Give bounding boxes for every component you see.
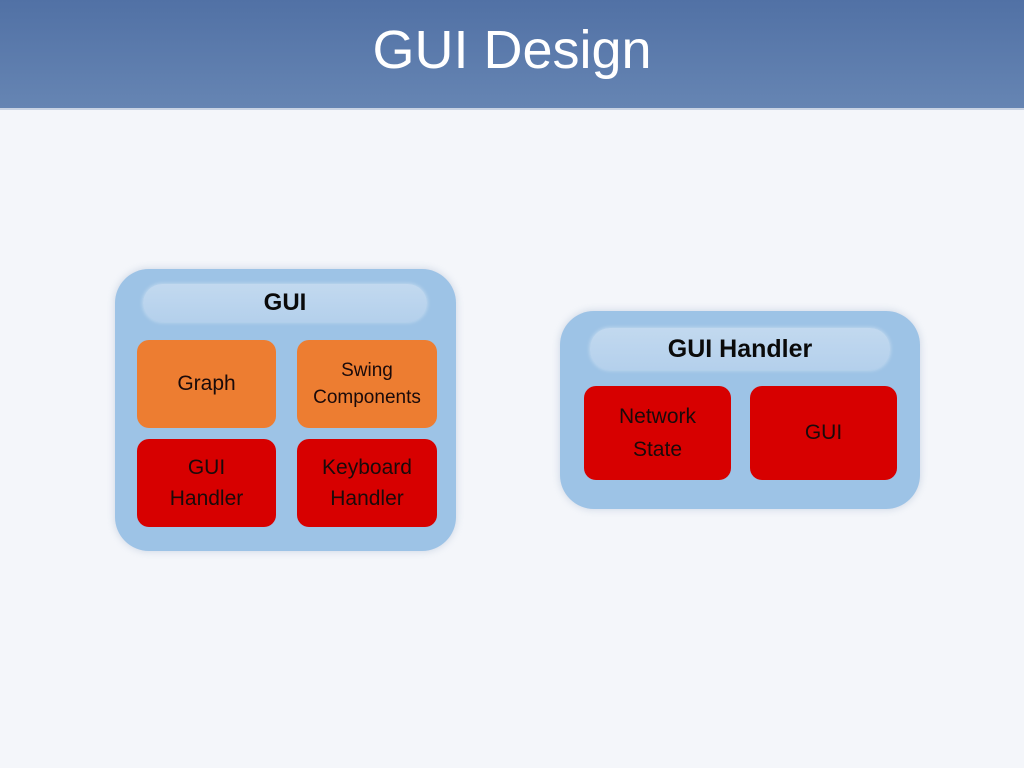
box-text: Handler bbox=[330, 487, 404, 510]
network-state-box: Network State bbox=[584, 386, 731, 480]
gui-box: GUI bbox=[750, 386, 897, 480]
title-bar: GUI Design bbox=[0, 0, 1024, 110]
gui-handler-group: GUI Handler Network State GUI bbox=[560, 311, 920, 509]
box-text: State bbox=[632, 438, 683, 461]
box-text: Graph bbox=[177, 372, 236, 395]
box-text: Network bbox=[618, 405, 697, 428]
swing-components-box: Swing Components bbox=[297, 340, 437, 428]
box-text: GUI bbox=[804, 421, 843, 444]
keyboard-handler-box: Keyboard Handler bbox=[297, 439, 437, 527]
box-text: Swing bbox=[341, 360, 393, 381]
gui-group: GUI Graph Swing Components GUI Handler K… bbox=[115, 269, 456, 551]
box-text: GUI bbox=[187, 456, 226, 479]
box-text: Handler bbox=[169, 487, 244, 510]
gui-handler-box: GUI Handler bbox=[137, 439, 276, 527]
box-text: Keyboard bbox=[322, 456, 412, 479]
slide-title: GUI Design bbox=[372, 20, 652, 80]
box-text: Components bbox=[313, 387, 421, 408]
graph-box: Graph bbox=[137, 340, 276, 428]
gui-group-label: GUI bbox=[143, 284, 427, 322]
gui-handler-group-label: GUI Handler bbox=[590, 328, 890, 370]
